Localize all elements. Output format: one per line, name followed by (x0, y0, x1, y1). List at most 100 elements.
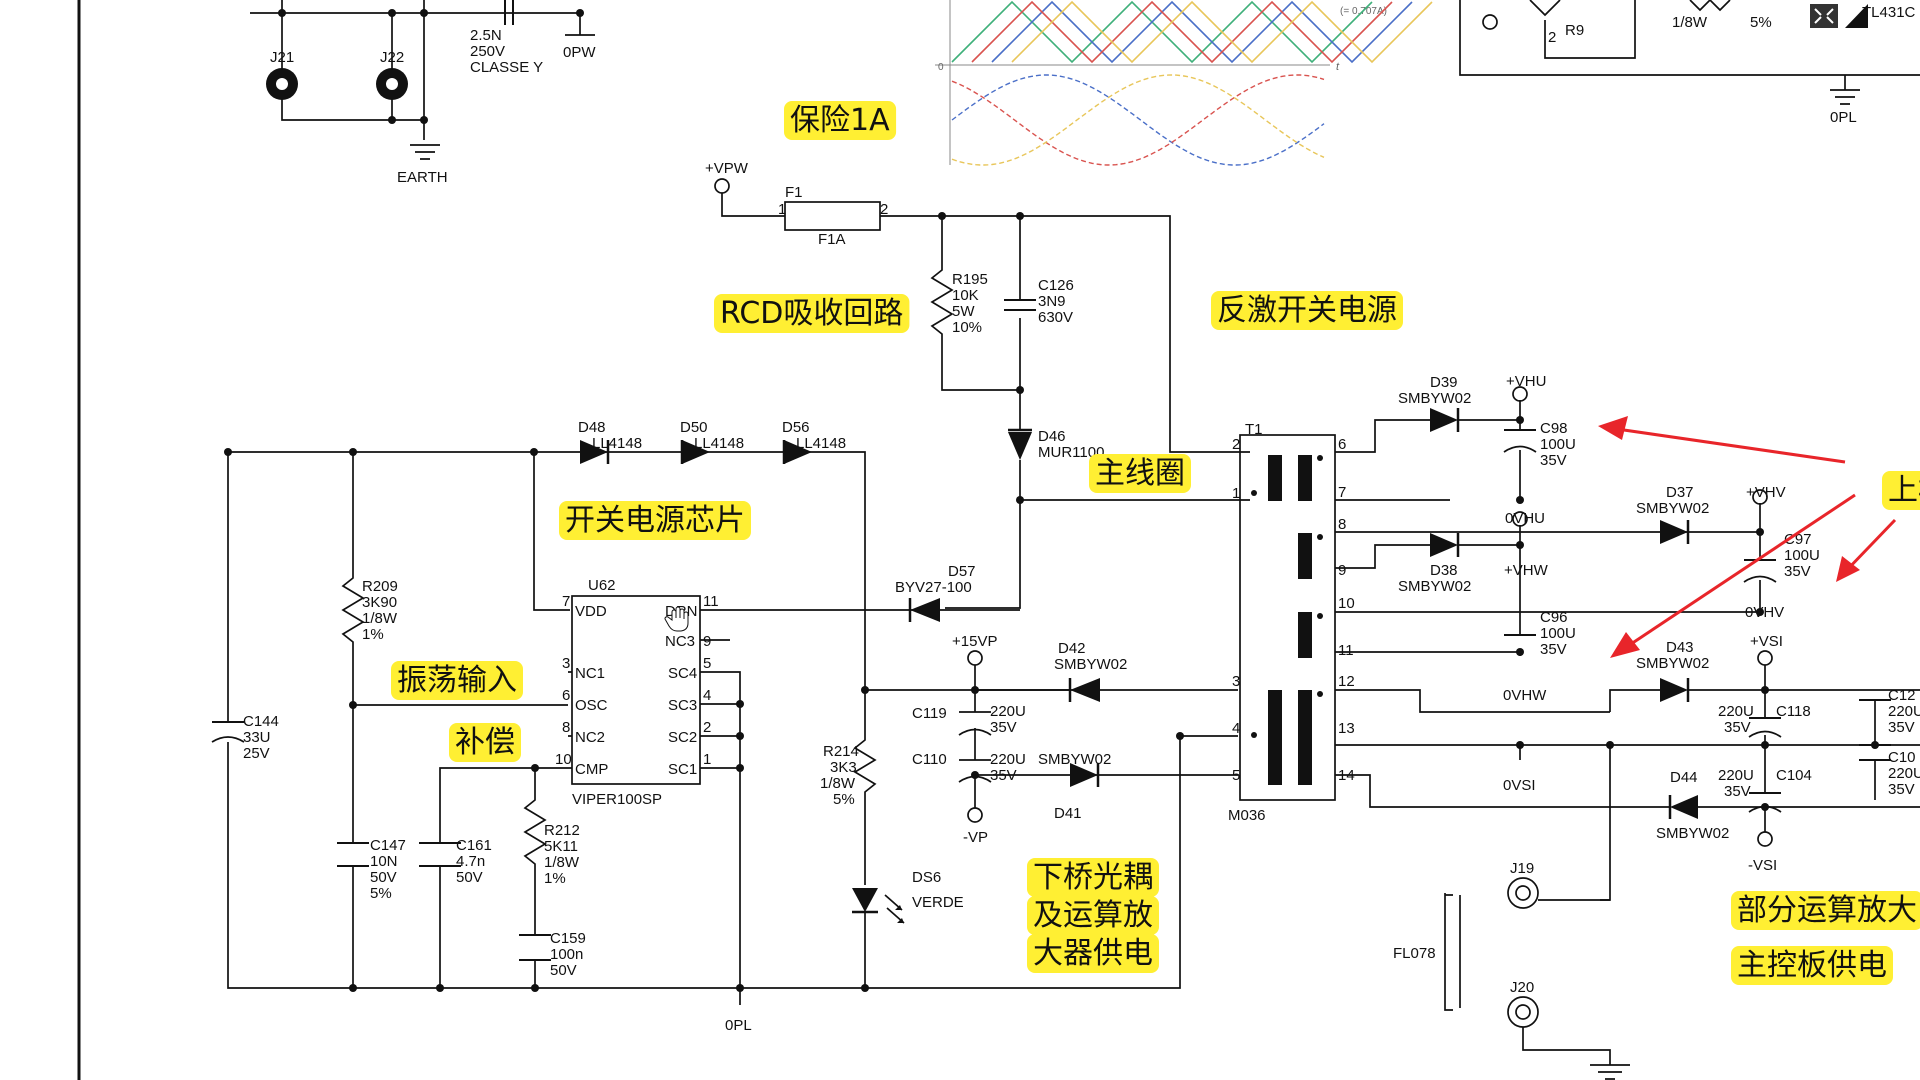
c147-voltage: 50V (370, 869, 397, 886)
c10-value: 220U (1888, 765, 1920, 782)
c161-label: C161 (456, 837, 492, 854)
earth-label: EARTH (397, 169, 448, 186)
tpin13: 13 (1338, 720, 1355, 737)
pin7-num: 7 (562, 593, 570, 610)
wave-lines (951, 0, 1433, 166)
c12-label: C12 (1888, 687, 1916, 704)
d44-diode (1670, 795, 1698, 819)
r214-value: 3K3 (830, 759, 857, 776)
r195-watt: 5W (952, 303, 975, 320)
c12-value: 220U (1888, 703, 1920, 720)
r9-tol: 5% (1750, 14, 1772, 31)
d56-value: LL4148 (796, 435, 846, 452)
aux-supply-block: R214 3K3 1/8W 5% DS6 VERDE +15VP C119 22… (820, 633, 1238, 988)
m036-label: M036 (1228, 807, 1266, 824)
r209-value: 3K90 (362, 594, 397, 611)
c119-label: C119 (912, 705, 947, 722)
f1-label: F1 (785, 184, 803, 201)
vsi-terminal (1757, 650, 1773, 666)
d44-value: SMBYW02 (1656, 825, 1729, 842)
opw-label: 0PW (563, 44, 596, 61)
r195-label: R195 (952, 271, 988, 288)
d42-label: D42 (1058, 640, 1086, 657)
annotation-lower1: 下桥光耦 (1033, 860, 1153, 895)
wave-sine (951, 74, 1325, 166)
c98-label: C98 (1540, 420, 1568, 437)
wave-line (971, 0, 1393, 64)
f1-pin2: 2 (880, 201, 888, 218)
mvp-terminal (967, 807, 983, 823)
t1-label: T1 (1245, 421, 1263, 438)
annotation-osc: 振荡输入 (397, 663, 517, 698)
c161-voltage: 50V (456, 869, 483, 886)
r212-value: 5K11 (544, 838, 578, 855)
c159-value: 100n (550, 946, 583, 963)
tl431-block: R9 2 1/8W 5% TL431C 0PL (1459, 0, 1920, 126)
d43-label: D43 (1666, 639, 1694, 656)
expand-icon[interactable] (1810, 4, 1838, 28)
mvsi-terminal (1757, 831, 1773, 847)
c144-voltage: 25V (243, 745, 270, 762)
annotation-compensation: 补偿 (455, 725, 515, 760)
annotation-fuse: 保险1A (790, 103, 890, 138)
tpin14: 14 (1338, 767, 1355, 784)
opl-label: 0PL (725, 1017, 752, 1034)
r214-watt: 1/8W (820, 775, 856, 792)
vhu-label: +VHU (1506, 373, 1546, 390)
c126-label: C126 (1038, 277, 1074, 294)
wave-t-label: t (1336, 61, 1340, 73)
c144-value: 33U (243, 729, 271, 746)
c96-label: C96 (1540, 609, 1568, 626)
vhw-terminal (1512, 511, 1528, 527)
pin-sc2: SC2 (668, 729, 697, 746)
pin2-num: 2 (703, 719, 711, 736)
tl431-label: TL431C (1862, 4, 1916, 21)
tpin11: 11 (1338, 642, 1354, 659)
d41-diode (1070, 763, 1098, 787)
earth-block: J21 J22 EARTH 2.5N 250V CLASSE Y 0PW (250, 0, 596, 186)
pin-osc: OSC (575, 697, 608, 714)
d48-value: LL4148 (592, 435, 642, 452)
d39-value: SMBYW02 (1398, 390, 1471, 407)
c147-value: 10N (370, 853, 398, 870)
c97-label: C97 (1784, 531, 1812, 548)
pin-nc1: NC1 (575, 665, 605, 682)
c12-voltage: 35V (1888, 719, 1915, 736)
pin-sc3: SC3 (668, 697, 697, 714)
r214-tol: 5% (833, 791, 855, 808)
tpin1: 1 (1232, 485, 1240, 502)
cjk-annotations: 保险1A RCD吸收回路 反激开关电源 主线圈 开关电源芯片 振荡输入 补偿 下… (391, 101, 1920, 985)
fl078-label: FL078 (1393, 945, 1436, 962)
c104-label: C104 (1776, 767, 1812, 784)
vhw-label: +VHW (1504, 562, 1549, 579)
vhv-label: +VHV (1746, 484, 1786, 501)
c159-label: C159 (550, 930, 586, 947)
d56-label: D56 (782, 419, 810, 436)
r195-tol: 10% (952, 319, 982, 336)
d37-diode (1660, 520, 1688, 544)
tpin6: 6 (1338, 436, 1346, 453)
ds6-label: DS6 (912, 869, 941, 886)
d38-diode (1430, 533, 1458, 557)
u62-label: U62 (588, 577, 616, 594)
c161-value: 4.7n (456, 853, 485, 870)
transformer-t1: T1 M036 2 1 3 4 5 6 7 8 9 10 11 12 13 14 (1228, 419, 1920, 824)
pin-nc3: NC3 (665, 633, 695, 650)
d38-label: D38 (1430, 562, 1458, 579)
ovsi-label: 0VSI (1503, 777, 1536, 794)
c119-value: 220U (990, 703, 1026, 720)
t1-body (1239, 434, 1336, 801)
c147-label: C147 (370, 837, 406, 854)
annotation-lower3: 大器供电 (1033, 936, 1153, 971)
j20-connector (1507, 996, 1539, 1028)
c110-value: 220U (990, 751, 1026, 768)
f1-pin1: 1 (778, 201, 786, 218)
annotation-mainboard: 主控板供电 (1737, 948, 1887, 983)
f1-value: F1A (818, 231, 846, 248)
waveform-plot: 0 t (= 0.707A) (935, 0, 1433, 166)
d50-value: LL4148 (694, 435, 744, 452)
d37-value: SMBYW02 (1636, 500, 1709, 517)
d44-label: D44 (1670, 769, 1698, 786)
